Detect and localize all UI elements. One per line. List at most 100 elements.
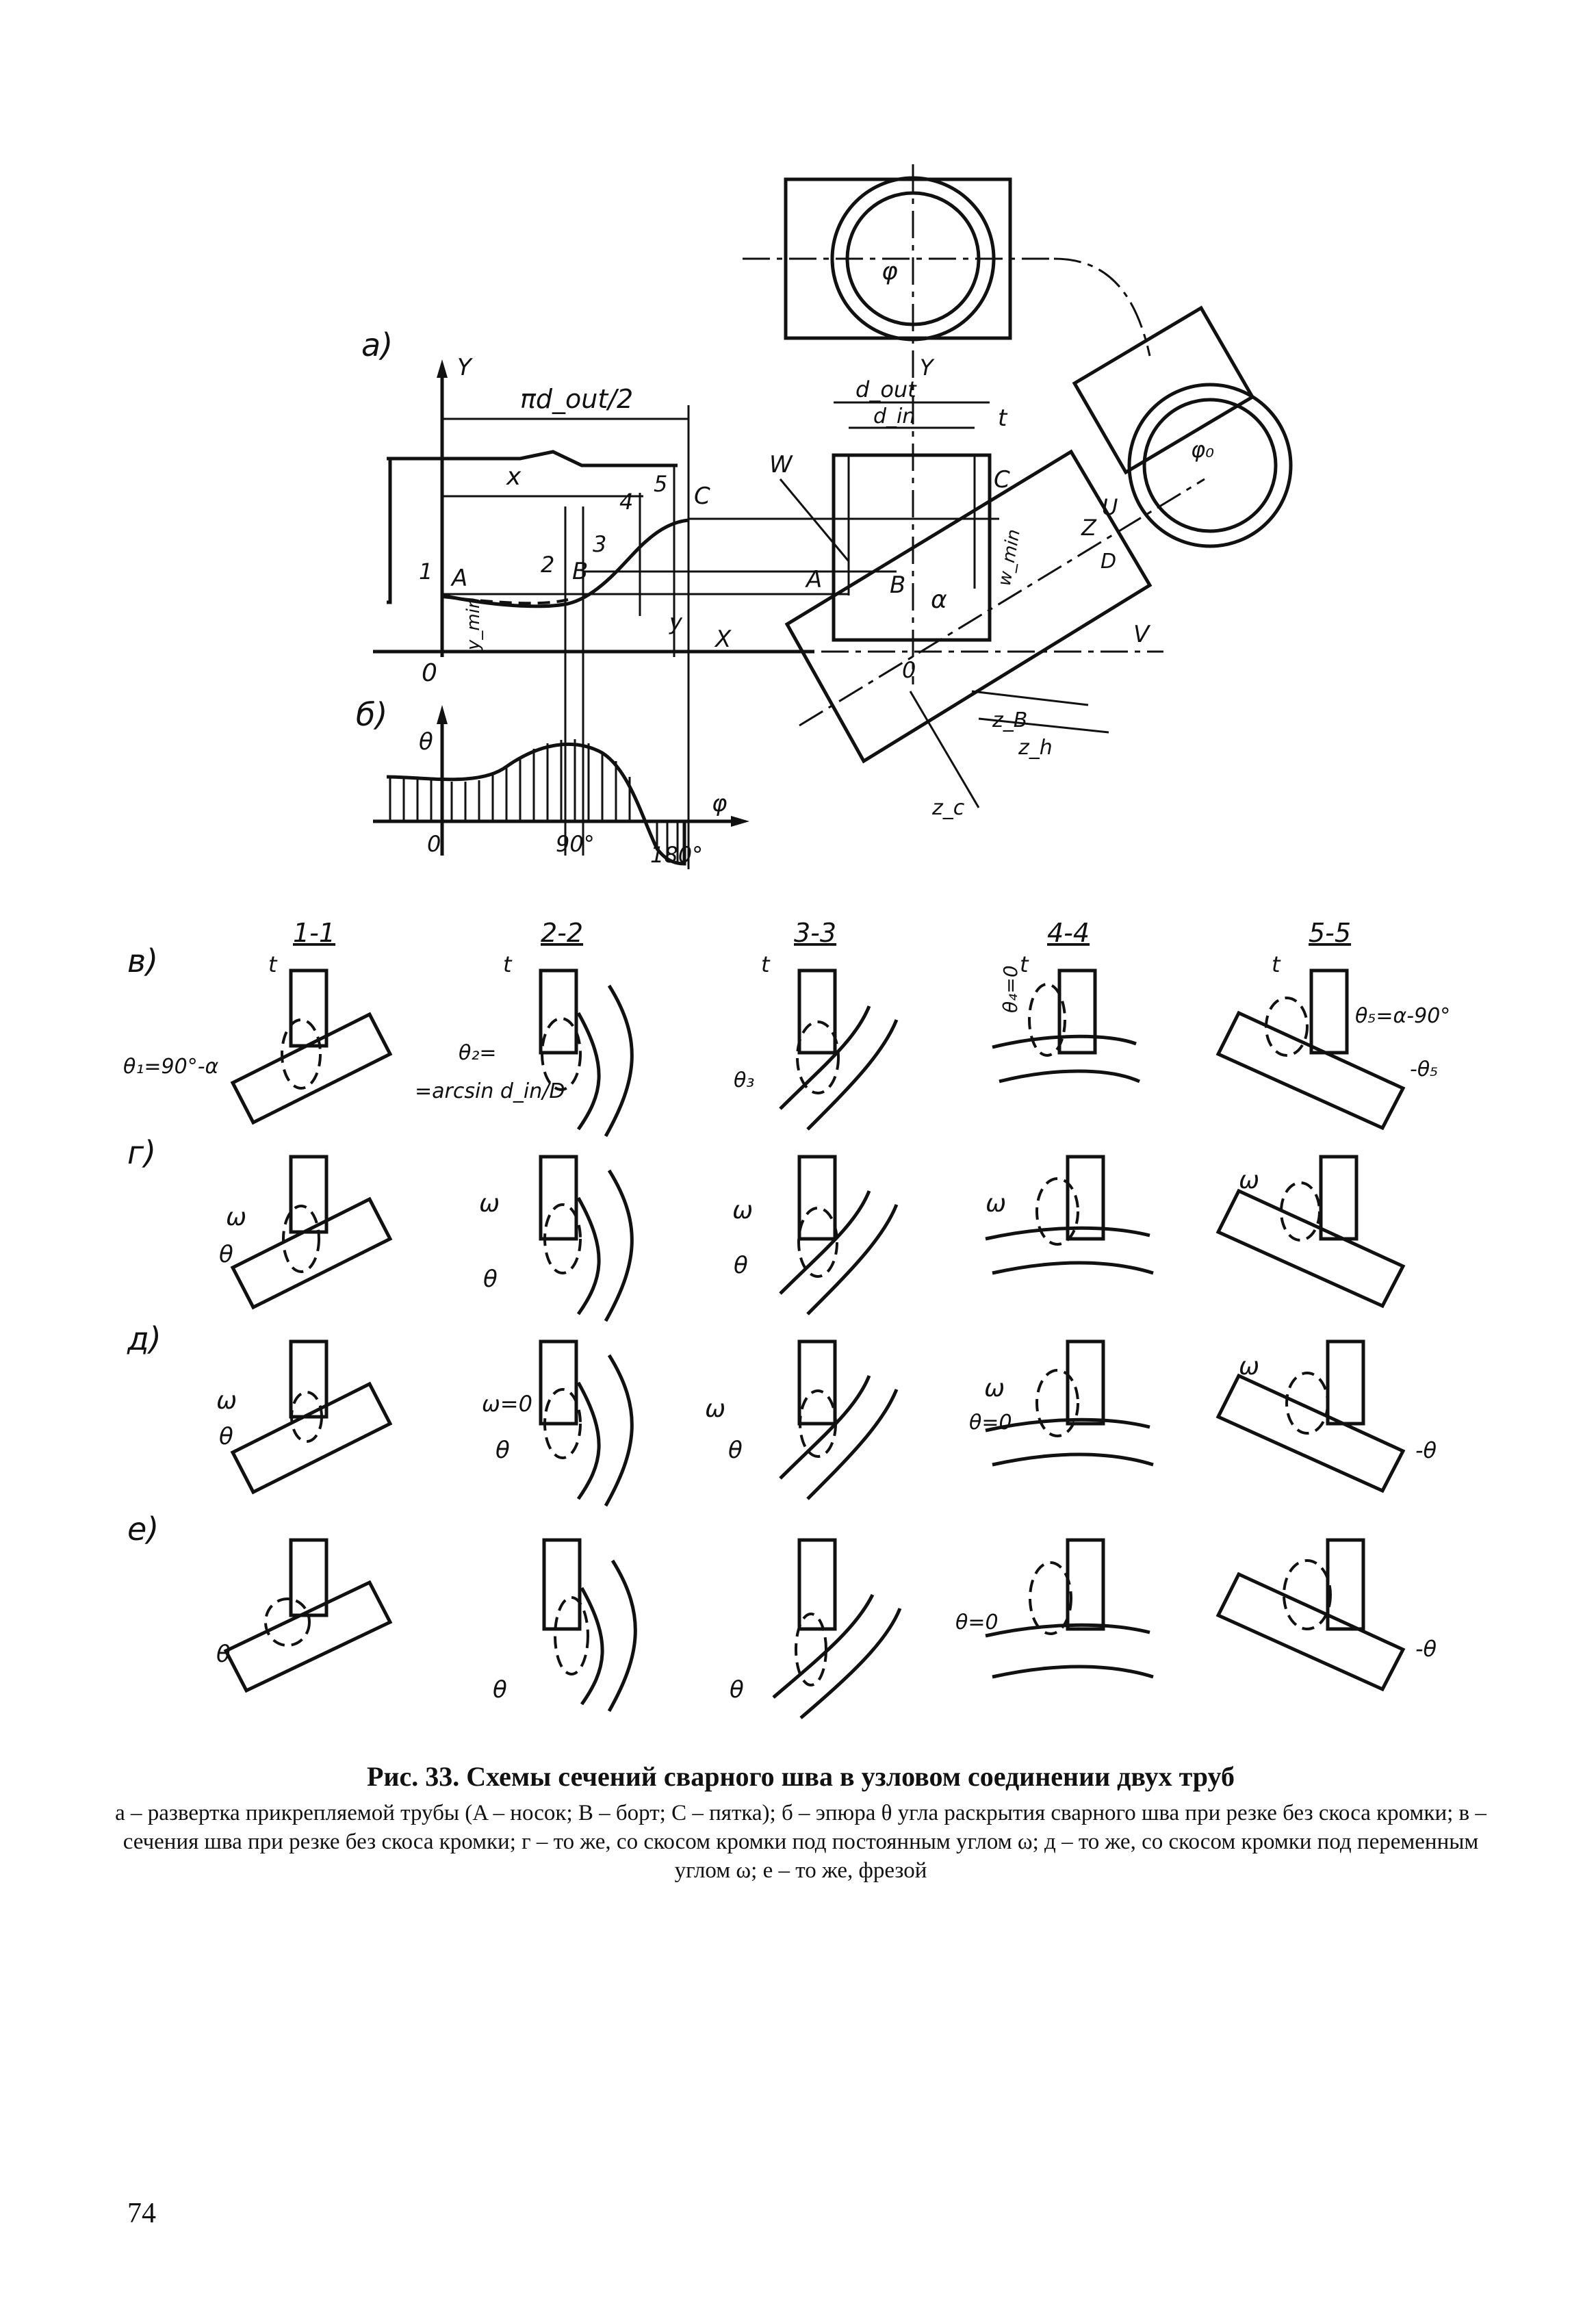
d-2-main <box>576 1354 634 1507</box>
g-1-branch <box>289 1155 329 1234</box>
point-A-right: A <box>805 566 822 593</box>
zc-dim-line <box>909 691 980 808</box>
theta-axis-arrow <box>437 705 448 724</box>
d-5-neg-theta: -θ <box>1415 1437 1437 1463</box>
theta-180-tick: 180° <box>650 842 703 868</box>
e-4-weld <box>1029 1561 1072 1635</box>
d-4-branch <box>1066 1339 1105 1426</box>
row-v-sections: t θ₁=90°-α t θ₂= =arcsin d_in/D t θ₃ t θ… <box>123 951 1450 1138</box>
V-label: V <box>1133 621 1151 648</box>
e-4-branch <box>1066 1538 1105 1631</box>
figure-title: Рис. 33. Схемы сечений сварного шва в уз… <box>367 1761 1235 1792</box>
g-3-omega: ω <box>732 1196 753 1224</box>
d-3-theta: θ <box>728 1437 743 1464</box>
g-2-main <box>576 1169 634 1322</box>
g-1-main <box>230 1196 393 1310</box>
d-4-weld <box>1035 1369 1079 1437</box>
g-5-weld <box>1280 1181 1321 1242</box>
g-4-main <box>985 1226 1154 1275</box>
g-4-omega: ω <box>986 1190 1006 1218</box>
row-e-sections: θ θ θ θ=0 -θ <box>216 1538 1437 1719</box>
panel-label-v: в) <box>127 942 158 979</box>
section-mark-4: 4 <box>619 489 633 515</box>
projection-arc <box>1053 257 1151 357</box>
d-5-branch <box>1326 1339 1365 1426</box>
v-5-theta5-neg: -θ₅ <box>1410 1057 1438 1081</box>
side-tube <box>1072 305 1255 475</box>
theta-90-tick: 90° <box>556 831 595 857</box>
g-1-theta: θ <box>219 1241 233 1268</box>
figure-33-drawing: a) Y X 0 πd_out/2 x A B C 1 2 3 4 5 y_m <box>123 164 1450 1719</box>
pipe-joint-view: φ d_out d_in t Y A B C W V α 0 w_min φ₀ … <box>743 164 1293 820</box>
v-2-branch <box>539 968 578 1055</box>
panel-label-b: б) <box>356 696 387 733</box>
e-3-main <box>772 1593 902 1719</box>
figure-description: а – развертка прикрепляемой трубы (A – н… <box>115 1801 1486 1883</box>
d-out-label: d_out <box>855 376 917 402</box>
d-4-theta-zero: θ=0 <box>969 1411 1012 1435</box>
v-1-weld <box>281 1018 322 1090</box>
development-left-edge <box>387 457 392 604</box>
v-1-theta1: θ₁=90°-α <box>123 1055 219 1079</box>
e-5-branch <box>1326 1538 1365 1631</box>
header-5-5: 5-5 <box>1309 918 1351 948</box>
e-5-neg-theta: -θ <box>1415 1636 1437 1662</box>
section-mark-2: 2 <box>541 552 554 578</box>
g-2-branch <box>539 1155 578 1241</box>
point-C-left: C <box>694 483 710 510</box>
wmin-label: w_min <box>994 528 1025 587</box>
zh-dim-line <box>978 717 1109 734</box>
header-3-3: 3-3 <box>794 918 836 948</box>
ymin-label: y_min <box>463 598 484 651</box>
e-5-weld <box>1283 1559 1332 1630</box>
v-4-main <box>992 1034 1141 1083</box>
g-1-omega: ω <box>226 1203 246 1231</box>
row-d-sections: ω θ ω=0 θ ω θ ω θ=0 ω -θ <box>216 1339 1437 1507</box>
y-axis-right-label: Y <box>920 355 935 381</box>
U-label: U <box>1102 494 1118 520</box>
W-axis <box>779 478 850 562</box>
v-2-t: t <box>503 951 513 977</box>
y-axis-arrow <box>437 359 448 378</box>
W-label: W <box>769 451 793 478</box>
v-2-main <box>576 984 634 1138</box>
x-axis-label: X <box>714 626 732 653</box>
Z-label: Z <box>1081 515 1097 541</box>
side-tube-inner-circle <box>1142 398 1278 533</box>
v-2-theta2a: θ₂= <box>459 1041 497 1065</box>
e-2-main <box>580 1559 637 1712</box>
header-2-2: 2-2 <box>541 918 583 948</box>
v-2-theta2b: =arcsin d_in/D <box>415 1079 565 1103</box>
zc-label: z_c <box>931 796 965 820</box>
d-1-theta: θ <box>219 1423 233 1450</box>
phi-axis-label: φ <box>712 790 728 817</box>
d-2-theta: θ <box>495 1437 510 1464</box>
panel-label-g: г) <box>127 1134 156 1171</box>
g-4-weld <box>1035 1177 1079 1246</box>
v-3-branch <box>797 968 837 1055</box>
alpha-label: α <box>931 586 947 614</box>
origin-label: 0 <box>422 659 437 687</box>
e-1-main <box>223 1580 393 1693</box>
e-3-weld <box>795 1613 827 1686</box>
panel-label-a: a) <box>361 326 393 363</box>
row-g-sections: ω θ ω θ ω θ ω ω <box>219 1155 1406 1322</box>
v-4-t: t <box>1020 951 1029 977</box>
phi-label-top: φ <box>881 257 898 285</box>
v-1-main <box>230 1012 393 1125</box>
d-in-label: d_in <box>873 405 915 428</box>
d-1-weld <box>290 1391 323 1443</box>
header-4-4: 4-4 <box>1047 918 1090 948</box>
point-B-left: B <box>572 558 588 585</box>
g-3-theta: θ <box>734 1252 748 1279</box>
e-1-theta: θ <box>216 1641 231 1668</box>
v-4-branch <box>1057 968 1097 1055</box>
weld-contour-curve <box>441 518 689 608</box>
v-2-weld <box>541 1017 582 1091</box>
g-2-theta: θ <box>483 1266 498 1293</box>
section-mark-3: 3 <box>593 531 606 557</box>
d-5-main <box>1215 1373 1406 1493</box>
section-mark-1: 1 <box>419 559 433 585</box>
diagram-b-theta-plot: б) θ φ 0 90° 180° <box>356 696 749 868</box>
e-2-branch <box>542 1538 582 1631</box>
